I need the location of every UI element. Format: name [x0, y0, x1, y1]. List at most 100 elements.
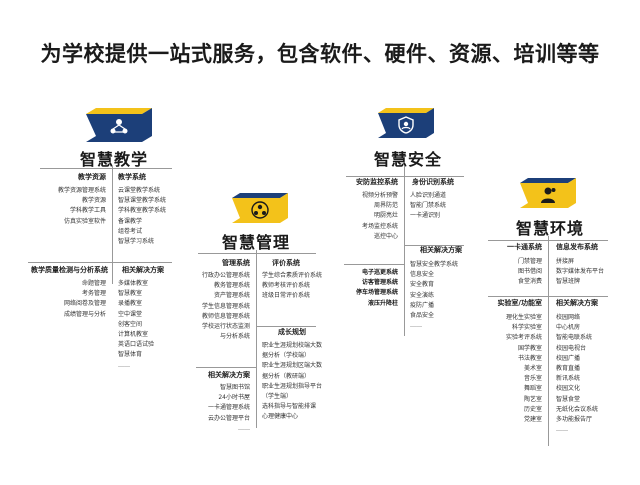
- list-item: 音乐室: [523, 375, 542, 383]
- environment-card-list: 门禁管理图书借阅食堂消费: [480, 257, 542, 288]
- management-sec-solutions: 相关解决方案: [208, 371, 250, 379]
- list-item: ……: [238, 424, 250, 432]
- list-item: 新讯系统: [556, 375, 581, 383]
- management-sec-evaluation: 评价系统: [272, 259, 300, 267]
- list-item: 网络阅卷及管理: [63, 300, 106, 308]
- list-item: 书法教室: [517, 354, 542, 362]
- list-item: 智慧课堂教学系统: [118, 197, 167, 205]
- people-network-icon: [110, 119, 128, 134]
- list-item: 无纸化会议系统: [556, 405, 599, 413]
- list-item: 校园文化: [556, 385, 581, 393]
- list-item: 与分析系统: [219, 333, 250, 341]
- list-item: 学生综合素质评价系统: [262, 272, 323, 279]
- teaching-systems-list: 云课堂教学系统智慧课堂教学系统学科教室教学系统备课教学组卷考试智慧学习系统: [118, 186, 166, 247]
- teaching-solutions-list: 多媒体教室智慧教室录播教室空中课堂创客空间计算机教室英语口语试验智慧体育……: [118, 279, 154, 371]
- management-sec-admin: 管理系统: [222, 259, 250, 267]
- list-item: 教育直播: [556, 364, 581, 372]
- list-item: 校园电视台: [556, 344, 587, 352]
- teaching-resources-list: 教学资源管理系统教学资源学科教学工具仿真实验室软件: [30, 186, 106, 227]
- environment-sec-card: 一卡通系统: [507, 243, 542, 251]
- list-item: 24小时书屋: [218, 394, 250, 402]
- list-item: 陶艺室: [523, 395, 542, 403]
- teaching-sec-solutions: 相关解决方案: [122, 266, 164, 274]
- teaching-title: 智慧教学: [80, 150, 149, 169]
- list-item: 食堂消费: [517, 278, 542, 286]
- list-item: 教师信息管理系统: [201, 312, 250, 320]
- list-item: 智慧安全教学系统: [410, 261, 459, 268]
- list-item: 智慧教室: [118, 290, 143, 298]
- list-item: 历史室: [523, 405, 542, 413]
- safety-extra-list: 电子巡更系统访客管理系统停车场管理系统液压升降柱: [330, 268, 398, 309]
- list-item: 多功能报告厅: [556, 415, 593, 423]
- list-item: 职业生涯规划校端大数: [262, 342, 323, 349]
- environment-sec-solutions: 相关解决方案: [556, 299, 598, 307]
- list-item: 拼接屏: [556, 258, 575, 265]
- list-item: （学生端）: [262, 392, 293, 400]
- list-item: 国学教室: [517, 344, 542, 352]
- list-item: 教务管理系统: [213, 282, 250, 290]
- teaching-sec-quality: 教学质量检测与分析系统: [31, 266, 108, 274]
- environment-publish-list: 拼接屏数字媒体发布平台智慧班牌: [556, 257, 604, 288]
- list-item: 组卷考试: [118, 227, 143, 235]
- list-item: 班级日常评价系统: [262, 292, 311, 300]
- list-item: 空中课堂: [118, 310, 143, 318]
- list-item: ……: [118, 361, 130, 369]
- list-item: 安全教育: [410, 281, 435, 289]
- list-item: 访客管理系统: [361, 279, 398, 287]
- list-item: 学科教室教学系统: [118, 207, 167, 215]
- list-item: 录播教室: [118, 300, 143, 308]
- teaching-quality-list: 命题管理考务管理网络阅卷及管理成绩管理与分析: [30, 279, 106, 320]
- environment-title: 智慧环境: [516, 219, 585, 238]
- person-icon: [541, 187, 556, 203]
- safety-solutions-list: 智慧安全教学系统信息安全安全教育安全演练疫防广播食品安全……: [410, 260, 458, 331]
- list-item: ……: [556, 426, 568, 434]
- security-network-icon: [398, 116, 414, 134]
- safety-identity-list: 人脸识别通道智能门禁系统一卡通识别: [410, 191, 446, 222]
- list-item: 英语口语试验: [118, 341, 155, 349]
- list-item: 周界防范: [373, 202, 398, 210]
- list-item: 党建室: [523, 415, 542, 423]
- teaching-sec-resources: 教学资源: [78, 173, 106, 181]
- list-item: 云办公管理平台: [207, 414, 250, 422]
- list-item: 校园网络: [556, 314, 581, 321]
- environment-labs-list: 理化生实验室科学实验室实验考评系统国学教室书法教室美术室音乐室舞蹈室陶艺室历史室…: [470, 313, 542, 425]
- environment-solutions-list: 校园网络中心机房智能电联系统校园电视台校园广播教育直播新讯系统校园文化智慧食堂无…: [556, 313, 598, 435]
- list-item: 智慧食堂: [556, 395, 581, 403]
- list-item: 教学资源管理系统: [57, 187, 106, 194]
- list-item: 巡控中心: [373, 232, 398, 240]
- list-item: 电子巡更系统: [361, 269, 398, 276]
- list-item: 视频分析预警: [361, 192, 398, 199]
- list-item: 教师考核评价系统: [262, 282, 311, 290]
- list-item: 仿真实验室软件: [63, 217, 106, 225]
- list-item: 科学实验室: [511, 324, 542, 332]
- list-item: 停车场管理系统: [355, 289, 398, 297]
- list-item: 考场监控系统: [361, 222, 398, 230]
- list-item: 智慧学习系统: [118, 237, 155, 245]
- teaching-banner: [86, 108, 152, 142]
- list-item: 选科指导与智能排课: [262, 403, 317, 411]
- list-item: 计算机教室: [118, 330, 149, 338]
- safety-sec-surveillance: 安防监控系统: [356, 178, 398, 186]
- list-item: 实验考评系统: [505, 334, 542, 342]
- list-item: 多媒体教室: [118, 280, 149, 287]
- list-item: 备课教学: [118, 217, 143, 225]
- environment-banner: [520, 178, 576, 208]
- list-item: 学校运行状态监测: [201, 322, 250, 330]
- list-item: 理化生实验室: [505, 314, 542, 321]
- list-item: 智慧班牌: [556, 278, 581, 286]
- list-item: ……: [410, 322, 422, 330]
- list-item: 智慧体育: [118, 351, 143, 359]
- management-banner: [232, 193, 288, 223]
- list-item: 资产管理系统: [213, 292, 250, 300]
- safety-banner: [378, 108, 434, 138]
- list-item: 教学资源: [81, 197, 106, 205]
- list-item: 明厨亮灶: [373, 212, 398, 220]
- list-item: 信息安全: [410, 271, 435, 279]
- list-item: 据分析（教研端）: [262, 372, 311, 380]
- list-item: 图书借阅: [517, 268, 542, 276]
- environment-sec-labs: 实验室/功能室: [497, 299, 542, 307]
- list-item: 智能门禁系统: [410, 202, 447, 210]
- list-item: 校园广播: [556, 354, 581, 362]
- list-item: 行政办公管理系统: [201, 272, 250, 279]
- list-item: 中心机房: [556, 324, 581, 332]
